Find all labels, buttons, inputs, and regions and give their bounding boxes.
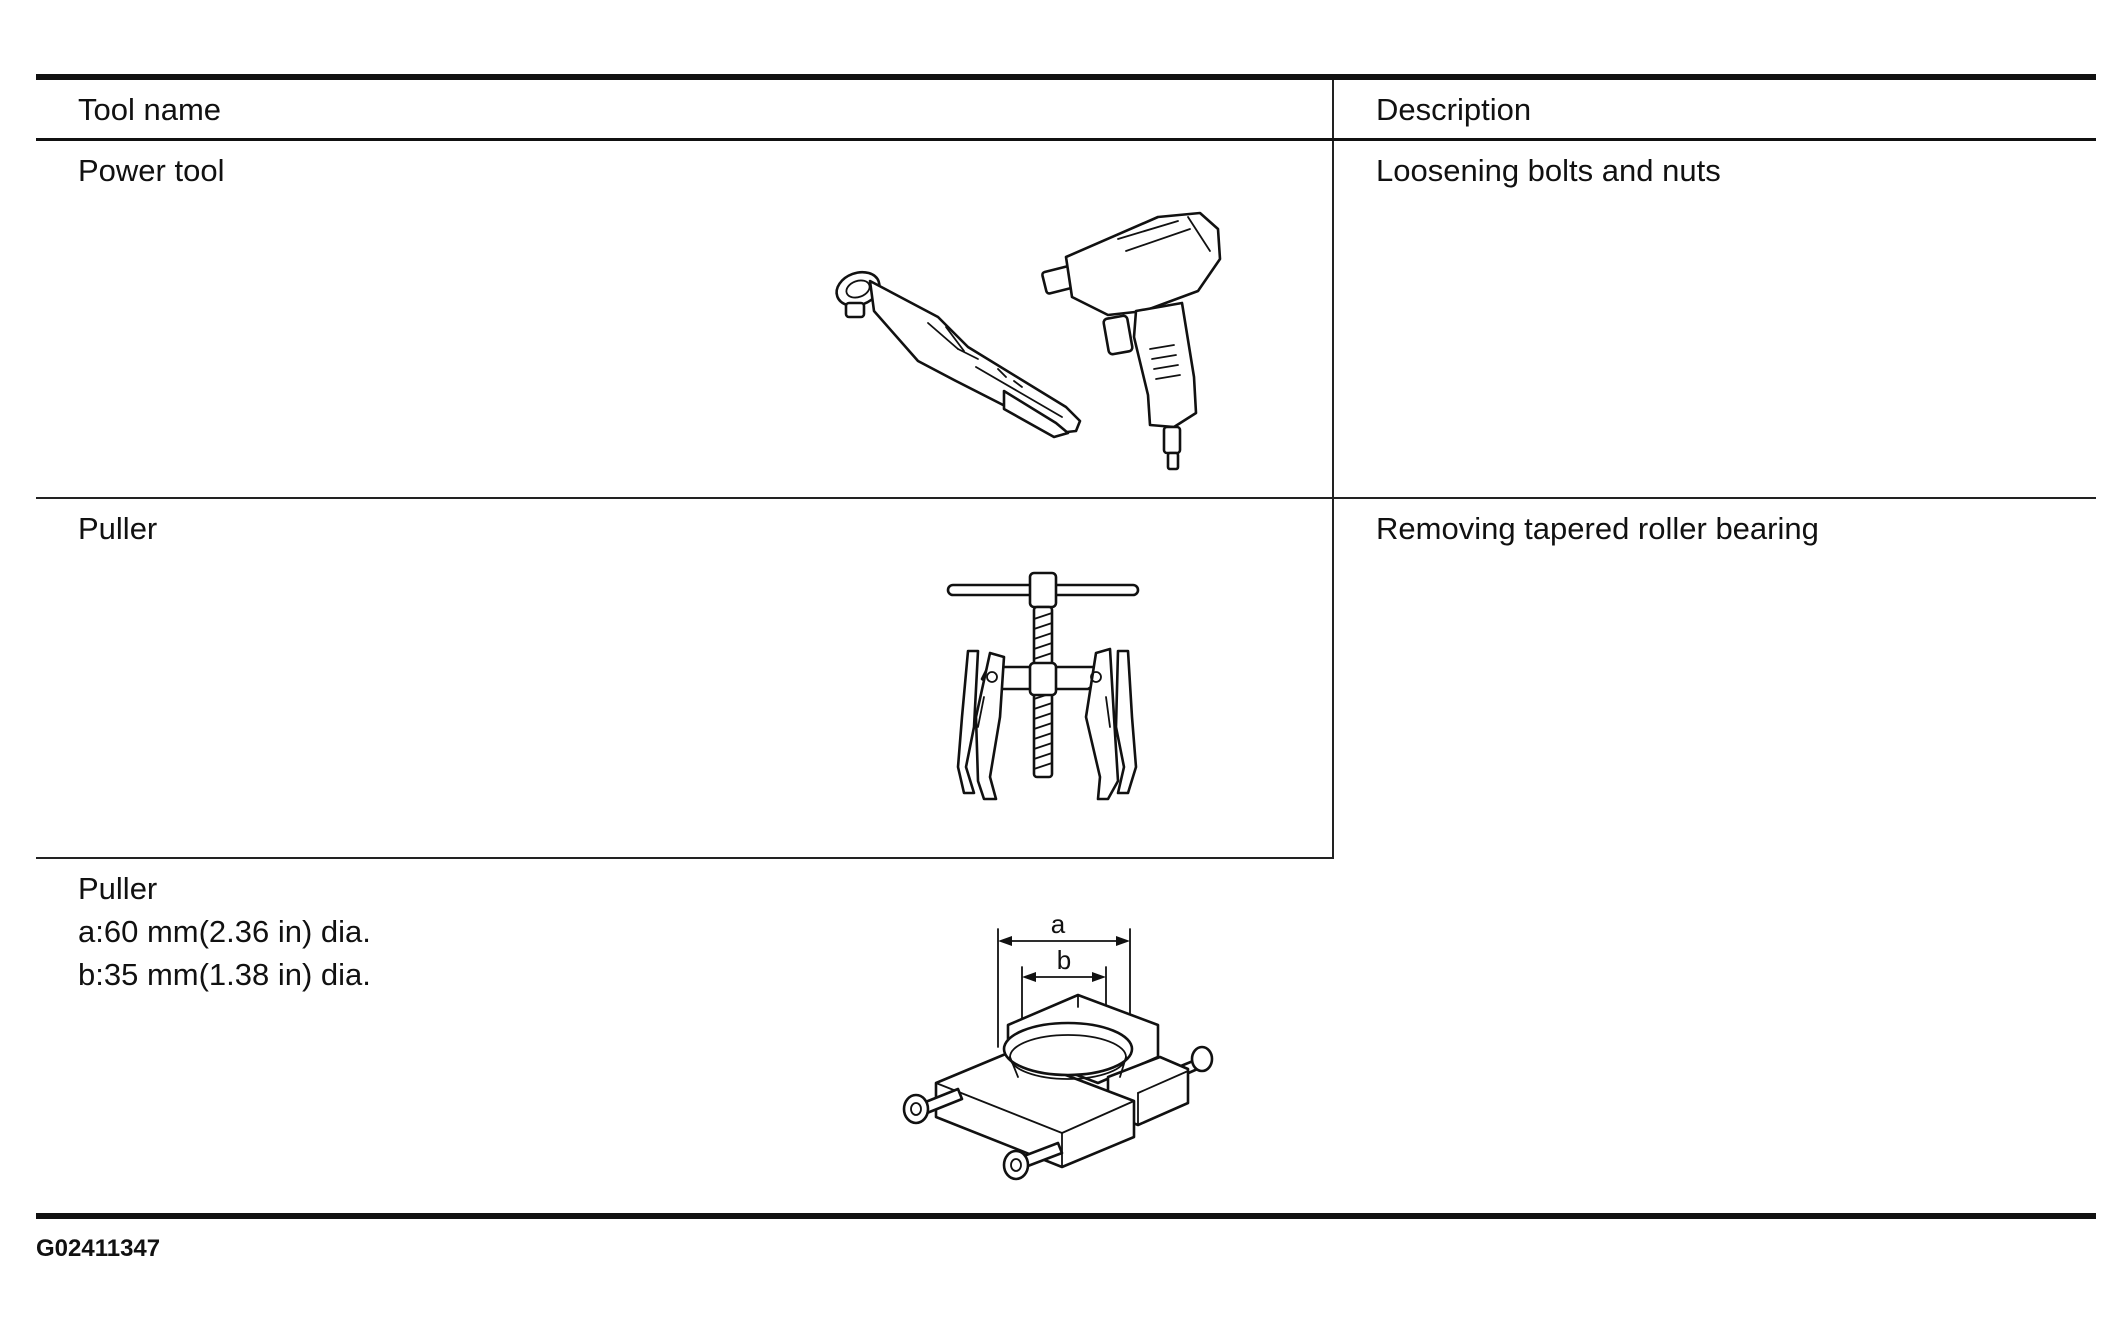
- puller-illustration: [946, 571, 1140, 800]
- table-row: Puller a:60 mm(2.36 in) dia. b:35 mm(1.3…: [36, 858, 2096, 1216]
- impact-wrench-icon: [1041, 211, 1222, 470]
- air-ratchet-icon: [835, 270, 1082, 438]
- figure-code: G02411347: [36, 1235, 161, 1262]
- header-description: Description: [1376, 92, 1532, 127]
- tool-name: Puller: [78, 510, 158, 546]
- tool-description: Loosening bolts and nuts: [1376, 152, 1721, 188]
- table-row: Power tool: [36, 139, 2096, 498]
- tool-name: Puller: [78, 870, 158, 906]
- description-cell: Removing tapered roller bearing: [1333, 498, 2096, 1216]
- power-tool-illustration: [835, 211, 1222, 470]
- header-tool-name: Tool name: [36, 77, 1334, 139]
- tool-name: Power tool: [78, 152, 225, 188]
- table-header-row: Tool name Description: [36, 77, 2096, 139]
- tool-description: Removing tapered roller bearing: [1376, 510, 1819, 546]
- dimension-label-a: a: [1051, 909, 1066, 939]
- dimension-b-spec: b:35 mm(1.38 in) dia.: [78, 956, 371, 992]
- bearing-puller-illustration: a b: [902, 909, 1214, 1180]
- tool-name-cell: Puller a:60 mm(2.36 in) dia. b:35 mm(1.3…: [36, 858, 1333, 1216]
- table-row: Puller: [36, 497, 2096, 858]
- description-cell: Loosening bolts and nuts: [1333, 139, 2096, 498]
- tool-table: Tool name Description Power tool: [36, 74, 2096, 1219]
- tool-name-cell: Power tool: [36, 139, 1334, 498]
- dimension-a-spec: a:60 mm(2.36 in) dia.: [78, 913, 371, 949]
- tool-name-cell: Puller: [36, 497, 1334, 858]
- dimension-label-b: b: [1057, 945, 1071, 975]
